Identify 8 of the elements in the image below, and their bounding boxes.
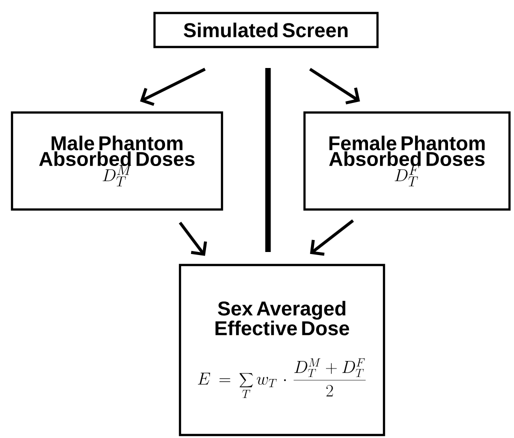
arrow [140,68,206,106]
dose-box: Male Phantom Absorbed Doses $D_T^M$ [10,111,224,211]
arrow [310,219,354,256]
arrow [178,222,207,256]
arrow [309,68,360,104]
title-box: Simulated Screen [153,12,379,48]
dose-box: Female Phantom Absorbed Doses $D_T^F$ [303,111,511,211]
result-box: Sex Averaged Effective Dose $E = \sum_T w_T \cdot \frac{D_T^M + D_T^F}{2}$ [178,264,386,436]
